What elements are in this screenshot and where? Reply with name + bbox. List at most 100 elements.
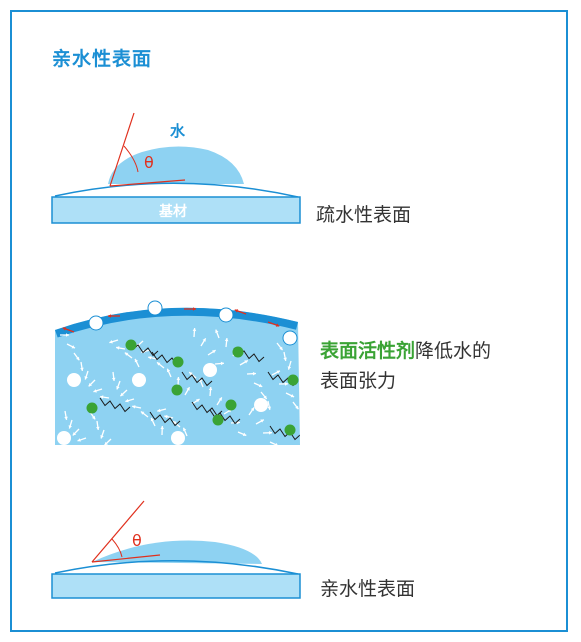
force-arrow-head	[218, 397, 222, 401]
surfactant-tail	[99, 397, 131, 413]
surfactant-highlight: 表面活性剂	[320, 340, 416, 362]
force-arrow-head	[132, 405, 136, 409]
hydrophobic-surface-label: 疏水性表面	[316, 204, 412, 226]
surfactant-head	[225, 399, 237, 411]
force-arrow-head	[212, 350, 216, 354]
surfactant-head	[172, 356, 184, 368]
tangent-line-bottom	[91, 500, 145, 563]
force-arrow-head	[295, 405, 299, 410]
force-arrow-head	[276, 370, 280, 374]
surfactant-head	[212, 414, 224, 426]
tangent-line	[109, 112, 135, 187]
substrate-block-bottom	[51, 573, 301, 599]
force-arrow-head	[202, 338, 206, 342]
surface-molecule	[147, 300, 163, 316]
force-arrow-head	[284, 382, 288, 386]
force-arrow	[269, 441, 279, 445]
force-arrow-head	[93, 389, 97, 393]
water-bulk	[55, 307, 300, 445]
hydrophilic-diagram: θ	[51, 500, 301, 599]
force-arrow-head	[287, 366, 292, 370]
surface-line-bottom	[91, 554, 161, 563]
force-arrow-head	[100, 395, 104, 399]
force-arrow-head	[111, 377, 116, 381]
tension-arrow-head	[193, 307, 196, 311]
hydrophobic-diagram: θ 水 基材	[51, 112, 301, 224]
force-arrow-head	[96, 426, 100, 430]
angle-theta-top: θ	[144, 153, 154, 172]
surfactant-caption-line2: 表面张力	[320, 370, 397, 392]
surfactant-head	[287, 374, 299, 386]
surfactant-head	[86, 402, 98, 414]
surfactant-head	[171, 384, 183, 396]
force-arrow-head	[182, 427, 187, 432]
page-title: 亲水性表面	[52, 48, 153, 70]
angle-arc-bottom	[111, 538, 123, 558]
force-arrow-head	[84, 376, 88, 380]
force-arrow-head	[160, 426, 165, 430]
force-arrow-head	[220, 361, 224, 366]
force-arrow-head	[250, 407, 255, 412]
force-arrow-head	[116, 346, 120, 350]
force-arrow-head	[274, 442, 279, 445]
surfactant-diagram	[55, 300, 300, 445]
surface-molecules	[62, 300, 298, 346]
force-arrow-head	[124, 352, 129, 356]
surfactant-caption-rest: 降低水的	[415, 340, 492, 362]
water-molecule	[203, 363, 217, 377]
surfactant-head	[232, 346, 244, 358]
force-arrow-head	[267, 406, 272, 410]
force-arrow-head	[71, 345, 76, 349]
force-arrow-head	[258, 383, 263, 388]
tension-arrow-head	[275, 323, 280, 327]
water-molecule	[67, 373, 81, 387]
water-molecule	[254, 398, 268, 412]
force-arrow-head	[164, 414, 168, 419]
force-arrow-head	[196, 399, 200, 403]
angle-theta-bottom: θ	[132, 531, 142, 550]
force-arrow-head	[290, 394, 295, 398]
force-arrow-head	[148, 355, 152, 360]
surfactant-tail	[269, 425, 300, 441]
surface-layer	[55, 307, 300, 338]
substrate-block	[51, 196, 301, 224]
water-molecule	[171, 431, 185, 445]
force-arrow-head	[88, 382, 93, 387]
force-arrow-head	[64, 416, 68, 420]
force-arrow-head	[91, 415, 96, 420]
force-arrow-head	[189, 372, 193, 376]
force-arrow-head	[68, 425, 72, 429]
molecule-field	[57, 327, 300, 445]
tension-arrow-head	[234, 309, 239, 313]
force-arrow-head	[192, 328, 197, 332]
angle-arc	[123, 145, 139, 173]
force-arrow-head	[77, 438, 81, 442]
force-arrow-head	[150, 417, 155, 422]
force-arrow-head	[215, 329, 219, 334]
water-droplet-high-angle	[108, 146, 244, 184]
force-arrow-head	[268, 430, 272, 435]
surfactant-head	[125, 339, 137, 351]
force-arrow-head	[116, 386, 120, 390]
tension-arrow-head	[108, 314, 111, 318]
force-arrow-head	[263, 395, 267, 399]
force-arrow-head	[134, 358, 138, 363]
force-arrow-head	[100, 435, 104, 439]
surface-molecule	[88, 315, 104, 331]
force-arrow-head	[140, 411, 145, 415]
surface-molecule	[282, 330, 298, 346]
force-arrow-head	[283, 357, 287, 361]
force-arrow-head	[224, 338, 229, 342]
surfactant-tail	[149, 411, 181, 427]
hydrophilic-surface-label: 亲水性表面	[320, 578, 416, 600]
force-arrow-head	[244, 360, 248, 364]
surface-molecule	[218, 307, 234, 323]
surface-curve	[54, 182, 299, 198]
force-arrow-head	[66, 333, 69, 337]
surfactant-caption: 表面活性剂降低水的 表面张力	[320, 336, 491, 396]
tension-arrow-head	[62, 327, 67, 331]
force-arrow-head	[279, 346, 283, 351]
water-molecule	[57, 431, 71, 445]
water-molecule	[132, 373, 146, 387]
